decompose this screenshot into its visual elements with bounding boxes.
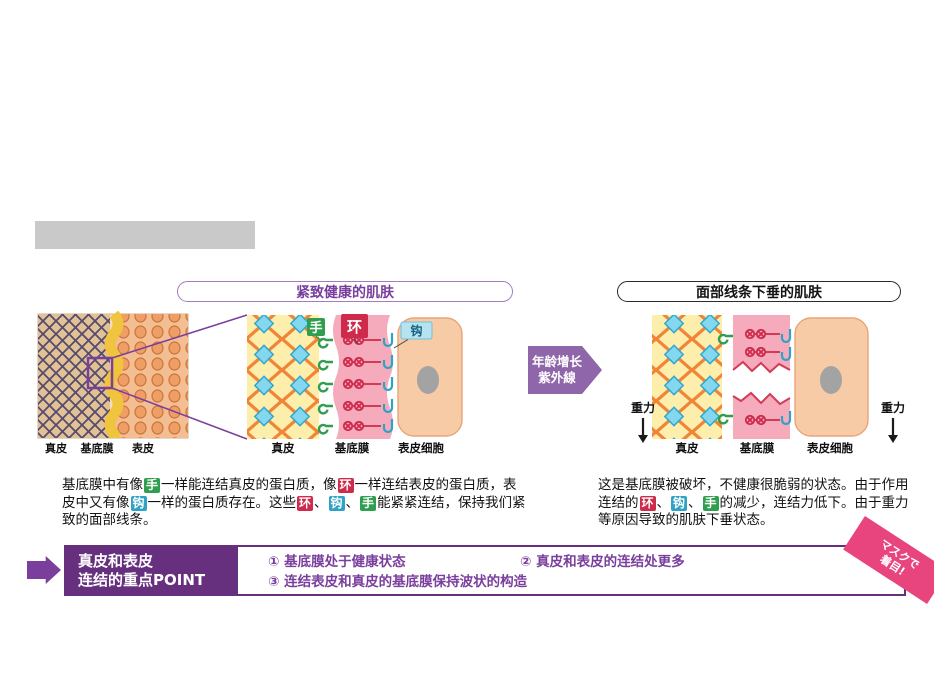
hook-tag-pointer — [393, 339, 409, 349]
cell-nucleus — [820, 366, 842, 394]
header-sagging-label: 面部线条下垂的肌肤 — [696, 284, 822, 301]
hand-inline-tag: 手 — [360, 495, 377, 511]
transition-line2: 紫外線 — [538, 370, 576, 385]
healthy-skin-diagram: 真皮 基底膜 表皮 — [37, 310, 463, 455]
point-items-box: ① 基底膜处于健康状态 ② 真皮和表皮的连结处更多 ③ 连结表皮和真皮的基底膜保… — [236, 545, 906, 596]
text-run: 一样能连结真皮的蛋白质，像 — [161, 477, 337, 493]
hook-inline-tag: 钩 — [130, 495, 147, 511]
gravity-right: 重力 — [881, 400, 905, 443]
hook-tag-label: 钩 — [410, 323, 422, 338]
healthy-dermis-label: 真皮 — [272, 441, 295, 455]
green-hand-icons — [317, 337, 335, 435]
hand-inline-tag: 手 — [144, 478, 161, 493]
cross-section-epidermis — [114, 314, 188, 438]
header-healthy-label: 紧致健康的肌肤 — [296, 284, 394, 301]
cell-nucleus — [417, 366, 439, 394]
zoom-rect — [86, 356, 114, 390]
cross-section-dermis-label: 真皮 — [45, 441, 67, 455]
text-run: 能紧紧连结，保持我们紧致的面部线条。 — [62, 494, 526, 529]
damaged-epidermis-cell-label: 表皮细胞 — [806, 441, 853, 455]
point-item-1: ① 基底膜处于健康状态 — [268, 553, 520, 572]
transition-line1: 年龄增长 — [531, 354, 582, 369]
text-run: 、 — [314, 494, 328, 511]
text-run: 基底膜中有像 — [62, 477, 143, 493]
damaged-basement-label: 基底膜 — [739, 441, 775, 455]
point-item-1-num: ① — [268, 554, 280, 570]
zoom-line-bottom — [111, 387, 248, 440]
text-run: 一样的蛋白质存在。这些 — [147, 494, 297, 511]
point-item-3-num: ③ — [268, 574, 280, 590]
text-run: 的减少，连结力低下。由于重力等原因导致的肌肤下垂状态。 — [598, 494, 909, 529]
point-arrow-icon — [27, 556, 61, 584]
healthy-description: 基底膜中有像手一样能连结真皮的蛋白质，像环一样连结表皮的蛋白质，表皮中又有像钩一… — [62, 477, 526, 530]
ring-inline-tag: 环 — [297, 495, 314, 511]
healthy-basement-label: 基底膜 — [334, 441, 370, 455]
hook-inline-tag: 钩 — [328, 495, 345, 511]
text-run: 、 — [345, 494, 360, 511]
basement-membrane-band — [333, 315, 393, 439]
point-title-box: 真皮和表皮 连结的重点POINT — [64, 545, 236, 596]
ring-inline-tag: 环 — [337, 478, 354, 493]
hand-tag-box — [307, 318, 325, 336]
hook-inline-tag: 钩 — [671, 495, 688, 511]
gravity-left-label: 重力 — [631, 400, 655, 415]
ring-tag-pointer — [353, 338, 359, 345]
cross-section-dermis — [38, 314, 110, 438]
text-run: 一样连结表皮的蛋白质，表皮中又有像 — [62, 477, 517, 511]
masked-block — [35, 221, 255, 249]
point-item-3-text: 连结表皮和真皮的基底膜保持波状的构造 — [284, 574, 528, 590]
skin-cross-section — [37, 310, 248, 440]
dermis-band — [652, 315, 722, 439]
crack-zigzag-bottom — [732, 391, 791, 406]
header-sagging-skin: 面部线条下垂的肌肤 — [617, 281, 901, 302]
cross-section-basement-wave — [104, 310, 124, 438]
transition-arrow: 年龄增长 紫外線 — [528, 346, 602, 394]
ring-tag-box — [341, 314, 368, 338]
point-title-line1: 真皮和表皮 — [78, 551, 154, 570]
healthy-detail: 手 环 钩 — [247, 314, 463, 439]
point-item-2-num: ② — [520, 554, 532, 570]
text-run: 这是基底膜被破坏，不健康很脆弱的状态。由于作用连结的 — [598, 477, 909, 511]
hand-inline-tag: 手 — [702, 495, 719, 511]
crack-zigzag-top — [732, 360, 791, 374]
sagging-skin-diagram: 重力 重力 真皮 基底膜 表皮细胞 — [631, 315, 905, 455]
point-item-2-text: 真皮和表皮的连结处更多 — [536, 554, 685, 570]
point-item-3: ③ 连结表皮和真皮的基底膜保持波状的构造 — [268, 573, 904, 592]
gravity-right-label: 重力 — [881, 400, 905, 415]
text-run: 、 — [688, 494, 702, 511]
point-item-2: ② 真皮和表皮的连结处更多 — [520, 553, 685, 572]
point-item-1-text: 基底膜处于健康状态 — [284, 554, 406, 570]
point-title-line2: 连结的重点POINT — [78, 570, 206, 589]
cross-section-epidermis-label: 表皮 — [131, 441, 154, 455]
hand-tag-label: 手 — [309, 320, 322, 336]
damaged-detail — [652, 315, 869, 439]
cross-section-basement-label: 基底膜 — [80, 441, 114, 455]
ring-inline-tag: 环 — [639, 495, 656, 511]
hand-tag-pointer — [315, 335, 323, 342]
hook-tag-box — [400, 321, 433, 340]
gravity-left: 重力 — [631, 400, 655, 443]
zoom-line-top — [111, 314, 248, 359]
healthy-epidermis-cell-label: 表皮细胞 — [397, 441, 444, 455]
text-run: 、 — [656, 494, 671, 511]
membrane-crack — [733, 362, 790, 404]
ring-tag-label: 环 — [347, 318, 362, 336]
sagging-description: 这是基底膜被破坏，不健康很脆弱的状态。由于作用连结的环、钩、手的减少，连结力低下… — [598, 477, 910, 530]
dermis-band — [247, 315, 319, 439]
damaged-dermis-label: 真皮 — [676, 441, 699, 455]
header-healthy-skin: 紧致健康的肌肤 — [177, 281, 513, 302]
